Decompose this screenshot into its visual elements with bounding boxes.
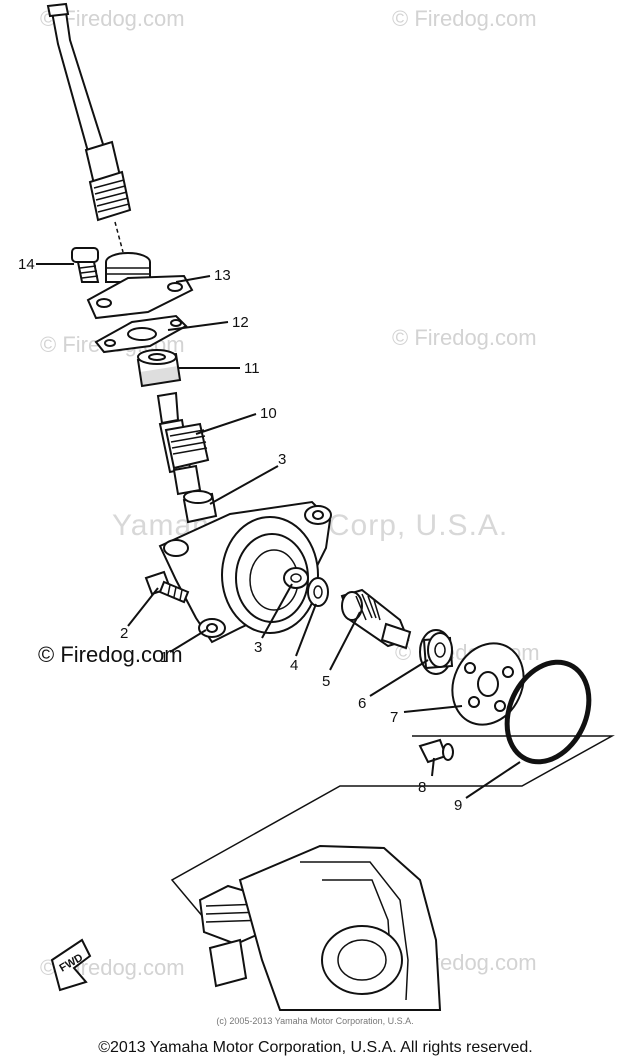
gear-shaft-10 [156, 391, 210, 496]
leader-6 [369, 659, 429, 697]
callout-9: 9 [454, 797, 462, 814]
o-ring-9 [504, 659, 592, 765]
small-copyright: (c) 2005-2013 Yamaha Motor Corporation, … [216, 1016, 414, 1026]
leader-8 [431, 757, 435, 777]
bolt-2 [144, 570, 190, 604]
bushing-3-upper [182, 490, 218, 524]
callout-5: 5 [322, 673, 330, 690]
leader-3b [261, 583, 293, 639]
callout-2: 2 [120, 625, 128, 642]
bushing-6 [419, 629, 454, 675]
callout-14: 14 [18, 256, 35, 273]
callout-3a: 3 [278, 451, 286, 468]
callout-1: 1 [160, 649, 168, 666]
screw-8 [418, 738, 454, 764]
leader-3a [209, 465, 279, 505]
bushing-11 [136, 349, 182, 388]
watermark-left-lower: © Firedog.com [38, 642, 183, 667]
callout-4: 4 [290, 657, 298, 674]
callout-11: 11 [244, 360, 260, 377]
gear-housing [158, 500, 332, 644]
callout-7: 7 [390, 709, 398, 726]
bolt-14 [71, 247, 100, 283]
callout-3b: 3 [254, 639, 262, 656]
callout-10: 10 [260, 405, 277, 422]
leader-7 [403, 705, 463, 713]
leader-5 [329, 611, 361, 671]
drive-gear-5 [340, 588, 412, 650]
watermark-top-right: © Firedog.com [392, 6, 537, 31]
leader-9 [465, 761, 521, 799]
speedometer-cable [46, 2, 132, 253]
washer-4 [307, 577, 329, 607]
assembly-outline [170, 735, 615, 931]
callout-6: 6 [358, 695, 366, 712]
callout-13: 13 [214, 267, 231, 284]
copyright-footer: ©2013 Yamaha Motor Corporation, U.S.A. A… [98, 1039, 533, 1056]
callout-8: 8 [418, 779, 426, 796]
leader-13 [175, 275, 211, 283]
leader-4 [295, 603, 317, 657]
leader-2 [127, 587, 159, 627]
leader-1 [169, 629, 207, 653]
wheel-hub [198, 844, 442, 1011]
gasket-12 [94, 314, 188, 354]
callout-12: 12 [232, 314, 249, 331]
cable-flange-13 [86, 252, 194, 320]
watermark-mid-right: © Firedog.com [392, 325, 537, 350]
leader-12 [167, 321, 229, 331]
leader-10 [195, 413, 257, 435]
plate-7 [451, 642, 525, 726]
